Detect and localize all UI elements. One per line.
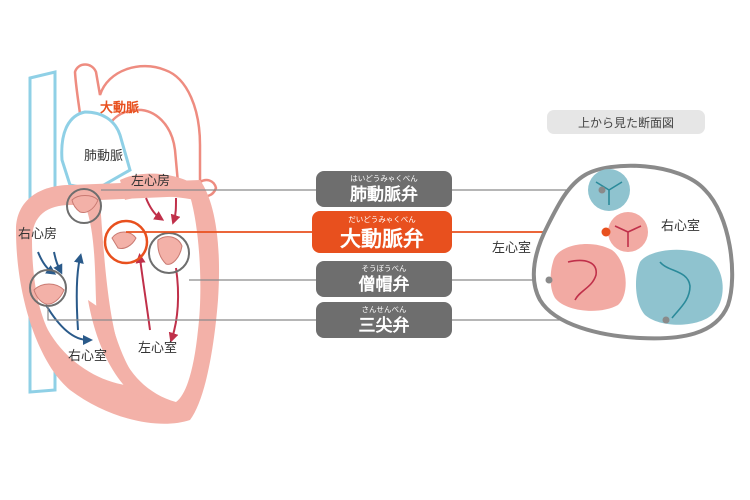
mitral-valve-marker (148, 232, 190, 274)
cs-mitral-leaflet-line (567, 259, 597, 301)
cs-label-left-ventricle: 左心室 (492, 240, 531, 256)
valve-pills: はいどうみゃくべん 肺動脈弁 だいどうみゃくべん 大動脈弁 そうぼうべん 僧帽弁… (312, 171, 452, 338)
label-left-ventricle: 左心室 (138, 340, 177, 356)
pill-aortic-valve: だいどうみゃくべん 大動脈弁 (312, 211, 452, 253)
cs-pulmonary-cusps (595, 181, 623, 205)
aortic-valve-marker (103, 219, 149, 265)
pulmonary-trunk (60, 110, 132, 192)
cs-aortic-dot (601, 227, 611, 237)
label-pulmonary-artery: 肺動脈 (84, 149, 123, 164)
right-heart-cavity (32, 205, 125, 385)
aortic-leaflets (111, 231, 137, 249)
pill-pulmonary-ruby: はいどうみゃくべん (350, 174, 418, 183)
cs-tricuspid-leaflet-line (659, 261, 691, 319)
label-left-atrium: 左心房 (131, 173, 170, 189)
pulmonary-leaflets (71, 195, 99, 213)
pill-tricuspid-ruby: さんせんべん (362, 305, 407, 314)
pill-mitral-valve: そうぼうべん 僧帽弁 (316, 261, 452, 297)
connector-tricuspid-left (47, 306, 316, 321)
flow-arrow-la-2 (170, 197, 181, 225)
cross-section-badge (547, 110, 705, 134)
pill-mitral-name: 僧帽弁 (359, 274, 410, 295)
left-atrium-wall (120, 173, 195, 200)
cs-mitral-valve (550, 243, 626, 311)
pill-tricuspid-valve: さんせんべん 三尖弁 (316, 302, 452, 338)
heart-illustration: 大動脈 肺動脈 左心房 右心房 右心室 左心室 (16, 63, 220, 424)
label-right-ventricle: 右心室 (68, 348, 107, 364)
flow-arrow-lv-up (135, 253, 151, 331)
flow-arrow-rv-down (45, 304, 93, 345)
mitral-leaflets (157, 236, 183, 265)
cs-tricuspid-dot (662, 316, 670, 324)
cs-mitral-dot (545, 276, 553, 284)
pill-mitral-ruby: そうぼうべん (362, 264, 407, 273)
pill-pulmonary-valve: はいどうみゃくべん 肺動脈弁 (316, 171, 452, 207)
flow-arrow-rv-up (73, 253, 84, 331)
pulmonary-valve-marker (66, 188, 102, 224)
flow-arrow-lv-down (168, 267, 180, 343)
tricuspid-leaflets (33, 283, 65, 305)
flow-arrow-la-1 (145, 197, 165, 221)
cs-aortic-cusps (614, 225, 642, 247)
cs-label-right-ventricle: 右心室 (661, 218, 700, 234)
label-aorta: 大動脈 (100, 100, 139, 116)
cross-section-badge-text: 上から見た断面図 (578, 115, 674, 130)
septum (88, 300, 150, 400)
flow-arrow-ra-2 (53, 251, 63, 275)
pill-pulmonary-name: 肺動脈弁 (350, 184, 418, 205)
pill-aortic-ruby: だいどうみゃくべん (348, 215, 416, 224)
pill-tricuspid-name: 三尖弁 (359, 315, 410, 336)
cs-pulmonary-dot (598, 186, 606, 194)
cross-section: 上から見た断面図 右心室 左心室 (492, 110, 735, 341)
cs-tricuspid-valve (635, 249, 723, 325)
label-right-atrium: 右心房 (18, 226, 57, 242)
pill-aortic-name: 大動脈弁 (340, 227, 424, 251)
